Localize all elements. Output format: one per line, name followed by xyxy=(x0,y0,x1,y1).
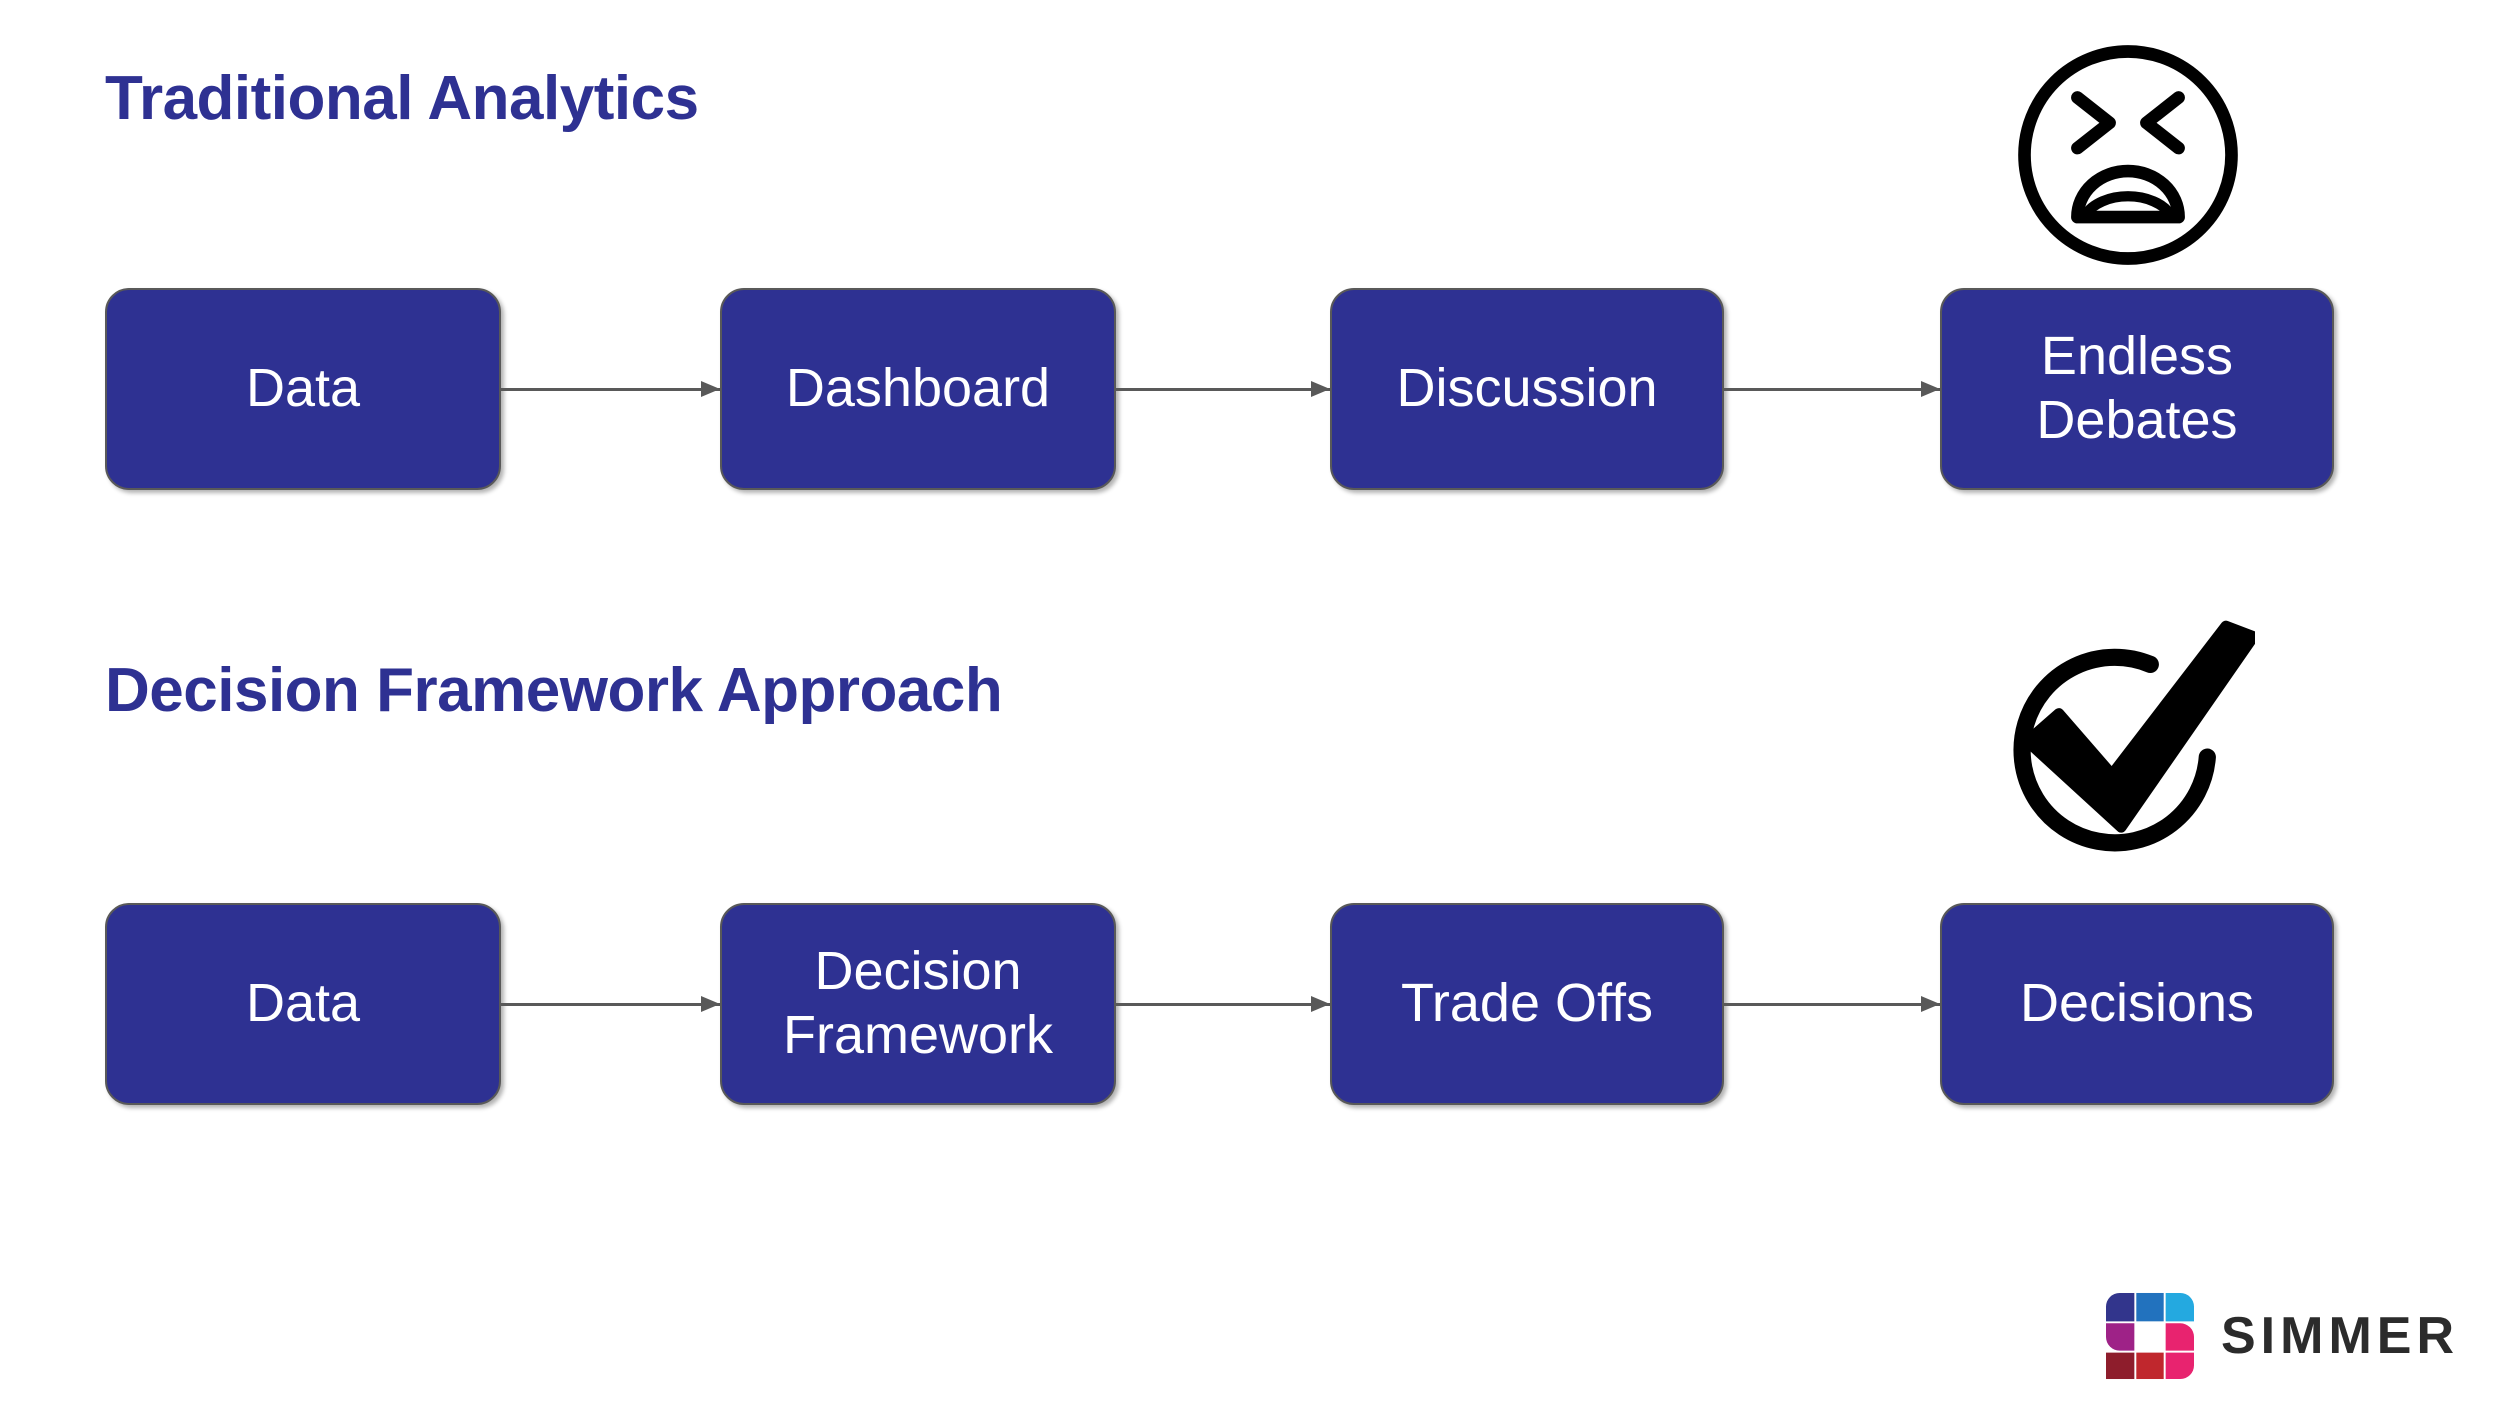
arrow-shaft xyxy=(1116,1003,1330,1006)
flow-row-framework: Data Decision Framework Trade Offs Decis… xyxy=(0,903,2500,1113)
arrow-head-icon xyxy=(1311,381,1330,397)
arrow-head-icon xyxy=(701,996,720,1012)
flow-arrow-6 xyxy=(1724,996,1940,1012)
arrow-head-icon xyxy=(701,381,720,397)
arrow-head-icon xyxy=(1311,996,1330,1012)
flow-node-dashboard[interactable]: Dashboard xyxy=(720,288,1116,490)
section-title-traditional: Traditional Analytics xyxy=(105,64,699,133)
flow-node-data[interactable]: Data xyxy=(105,288,501,490)
flow-arrow-2 xyxy=(1116,381,1330,397)
brand-logo: SIMMER xyxy=(2105,1292,2459,1380)
brand-wordmark: SIMMER xyxy=(2221,1307,2459,1365)
weary-face-icon xyxy=(2013,40,2243,270)
arrow-shaft xyxy=(1116,388,1330,391)
flow-node-decisions[interactable]: Decisions xyxy=(1940,903,2334,1105)
flow-node-decision-framework[interactable]: Decision Framework xyxy=(720,903,1116,1105)
arrow-head-icon xyxy=(1921,996,1940,1012)
flow-arrow-4 xyxy=(501,996,720,1012)
simmer-s-logo-icon xyxy=(2106,1292,2194,1380)
flow-arrow-3 xyxy=(1724,381,1940,397)
flow-node-trade-offs[interactable]: Trade Offs xyxy=(1330,903,1724,1105)
flow-node-endless-debates[interactable]: Endless Debates xyxy=(1940,288,2334,490)
flow-row-traditional: Data Dashboard Discussion Endless Debate… xyxy=(0,288,2500,498)
circled-checkmark-icon xyxy=(1990,618,2259,883)
arrow-shaft xyxy=(1724,388,1940,391)
arrow-shaft xyxy=(1724,1003,1940,1006)
flow-node-discussion[interactable]: Discussion xyxy=(1330,288,1724,490)
section-title-framework: Decision Framework Approach xyxy=(105,656,1003,725)
arrow-head-icon xyxy=(1921,381,1940,397)
arrow-shaft xyxy=(501,1003,720,1006)
flow-arrow-1 xyxy=(501,381,720,397)
arrow-shaft xyxy=(501,388,720,391)
flow-node-data-2[interactable]: Data xyxy=(105,903,501,1105)
flow-arrow-5 xyxy=(1116,996,1330,1012)
